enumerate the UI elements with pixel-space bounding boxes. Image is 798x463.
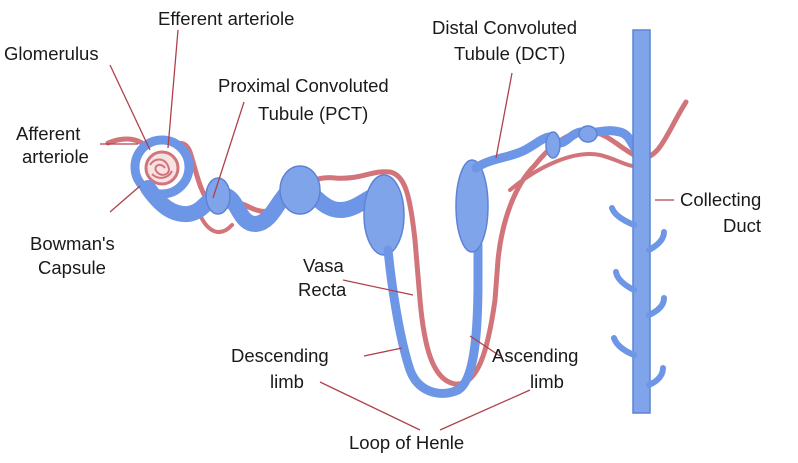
label-dct-line1: Distal Convoluted bbox=[432, 17, 577, 38]
leader-efferent bbox=[168, 30, 178, 148]
collecting-duct bbox=[612, 30, 664, 413]
label-pct-line1: Proximal Convoluted bbox=[218, 75, 389, 96]
label-bowmans-line1: Bowman's bbox=[30, 233, 115, 254]
leader-loop-left bbox=[320, 382, 420, 430]
leader-dct bbox=[496, 73, 512, 158]
label-ascending-line2: limb bbox=[530, 371, 564, 392]
label-vasa-line2: Recta bbox=[298, 279, 347, 300]
leader-descending bbox=[364, 348, 402, 356]
label-glomerulus: Glomerulus bbox=[4, 43, 99, 64]
label-descending-line2: limb bbox=[270, 371, 304, 392]
leader-pct bbox=[213, 102, 244, 198]
label-bowmans-line2: Capsule bbox=[38, 257, 106, 278]
label-pct-line2: Tubule (PCT) bbox=[258, 103, 368, 124]
label-collecting-line1: Collecting bbox=[680, 189, 761, 210]
label-vasa-line1: Vasa bbox=[303, 255, 345, 276]
leader-vasa-recta bbox=[343, 280, 413, 295]
label-collecting-line2: Duct bbox=[723, 215, 761, 236]
label-afferent-line2: arteriole bbox=[22, 146, 89, 167]
label-efferent-arteriole: Efferent arteriole bbox=[158, 8, 294, 29]
label-ascending-line1: Ascending bbox=[492, 345, 578, 366]
glomerulus bbox=[146, 152, 178, 184]
label-descending-line1: Descending bbox=[231, 345, 329, 366]
leader-bowmans bbox=[110, 186, 140, 212]
label-dct-line2: Tubule (DCT) bbox=[454, 43, 565, 64]
label-loop-of-henle: Loop of Henle bbox=[349, 432, 464, 453]
label-afferent-line1: Afferent bbox=[16, 123, 80, 144]
